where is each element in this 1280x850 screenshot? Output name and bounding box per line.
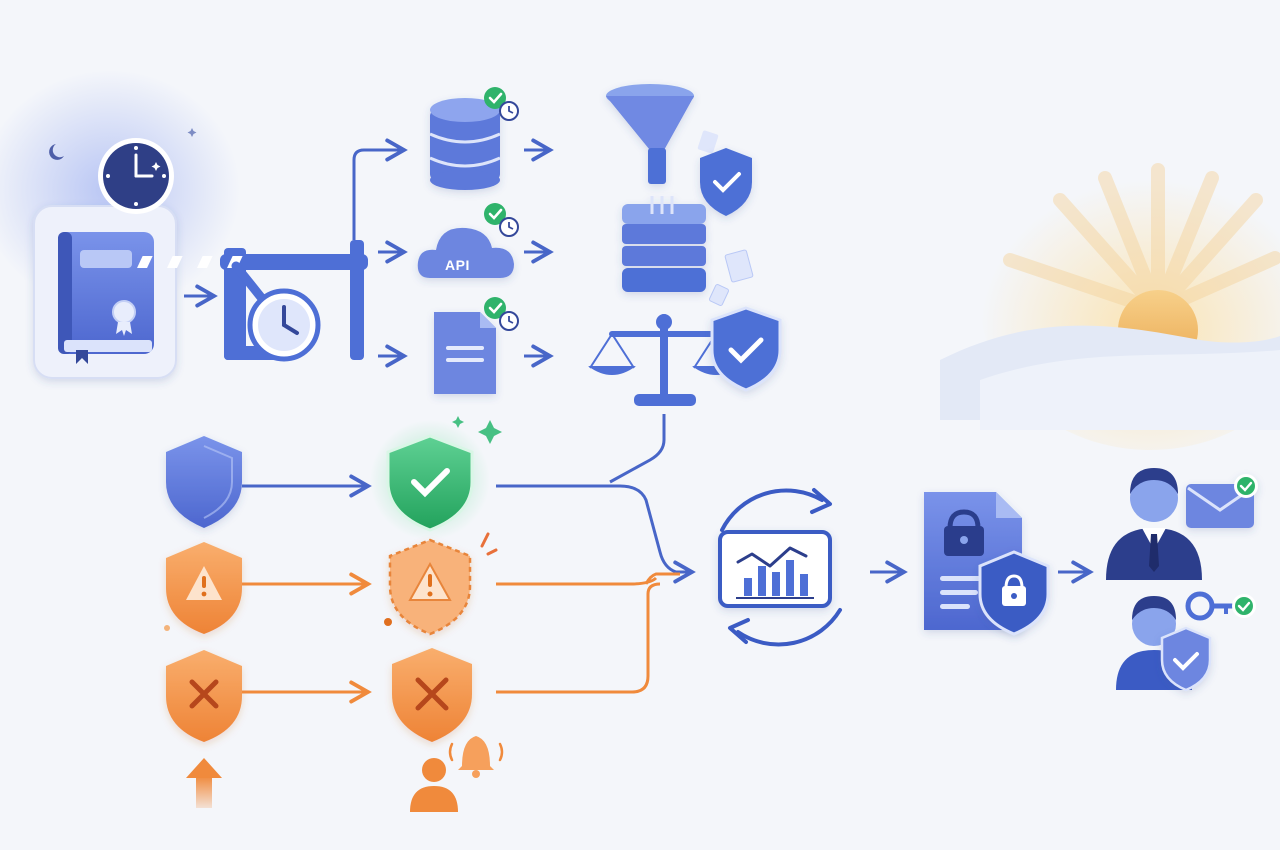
analytics-dashboard-icon — [718, 488, 842, 647]
flow-line — [609, 414, 666, 484]
bell-icon — [448, 736, 504, 778]
flow-line — [496, 576, 658, 586]
star-icon — [187, 128, 197, 137]
lock-icon — [944, 509, 984, 556]
book-icon — [58, 232, 154, 364]
database-icon — [429, 98, 501, 190]
check-badge-icon — [484, 87, 519, 121]
server-stack-icon — [622, 196, 706, 292]
document-icon — [434, 312, 496, 394]
mail-icon — [1186, 474, 1258, 528]
scheduler-card — [33, 128, 197, 379]
clock-icon — [98, 138, 174, 214]
flow-line — [496, 484, 677, 574]
shield-check-icon — [386, 434, 474, 532]
check-badge-icon — [484, 297, 519, 331]
flow-line — [644, 572, 680, 585]
shield-error-icon — [166, 650, 242, 742]
flying-documents — [697, 130, 754, 306]
sparkle-icon — [452, 416, 502, 444]
shield-icon — [166, 436, 242, 528]
flow-arrow — [352, 138, 408, 240]
up-arrow-icon — [186, 758, 222, 808]
shield-check-icon — [1160, 626, 1212, 692]
shield-warning-icon — [388, 538, 472, 636]
shield-check-icon — [700, 148, 752, 216]
shield-check-icon — [710, 306, 782, 392]
shield-error-icon — [392, 648, 472, 742]
shield-warning-icon — [166, 542, 242, 634]
funnel-icon — [606, 84, 694, 184]
scale-icon — [588, 314, 740, 406]
dot — [164, 625, 170, 631]
moon-icon — [49, 144, 64, 160]
alert-spark-icon — [480, 532, 498, 556]
user-icon — [1106, 468, 1202, 580]
certificate-badge-icon — [112, 300, 136, 336]
clock-icon — [247, 288, 321, 362]
key-icon — [1185, 591, 1256, 621]
barrier-gate-icon — [137, 240, 368, 360]
person-icon — [410, 758, 458, 812]
dot — [384, 618, 392, 626]
cloud-api-icon: API — [417, 227, 514, 278]
api-label: API — [445, 257, 470, 273]
flow-line — [496, 582, 661, 694]
shield-lock-icon — [978, 550, 1050, 636]
check-badge-icon — [484, 203, 519, 237]
sunrise-icon — [940, 150, 1280, 450]
